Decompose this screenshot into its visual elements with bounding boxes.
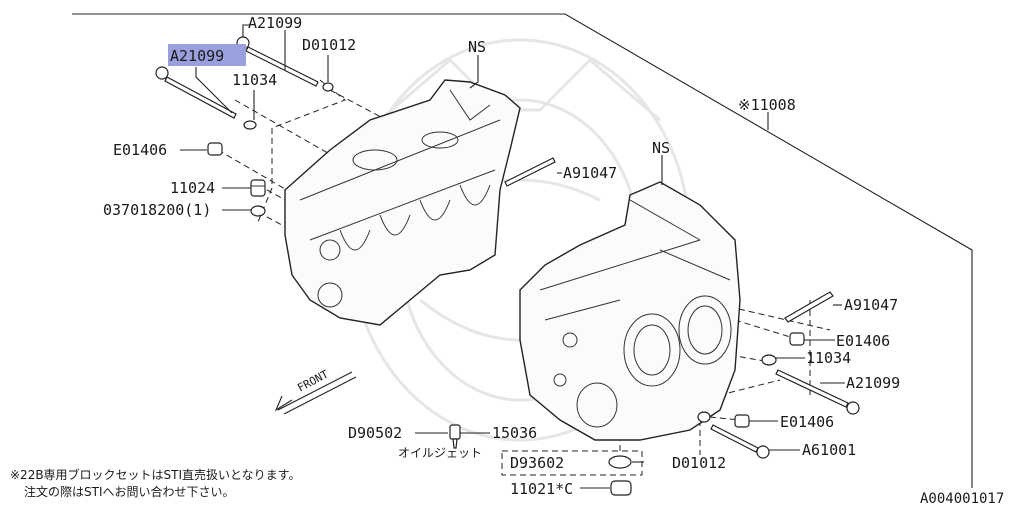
washer-d01012-low[interactable]: [697, 411, 711, 423]
front-label: FRONT: [295, 367, 331, 394]
note-line-2: 注文の際はSTIへお問い合わせ下さい。: [24, 484, 235, 499]
bolt-a61001[interactable]: [710, 424, 770, 459]
label-11034-right[interactable]: 11034: [806, 349, 851, 367]
label-d93602[interactable]: D93602: [510, 454, 564, 472]
label-11024[interactable]: 11024: [170, 179, 215, 197]
label-11034-top[interactable]: 11034: [232, 71, 277, 89]
washer-11034-right[interactable]: [761, 354, 777, 366]
bolt-a21099-selected[interactable]: [155, 66, 237, 119]
label-a61001[interactable]: A61001: [802, 441, 856, 459]
label-d01012-low[interactable]: D01012: [672, 454, 726, 472]
upper-crankcase-block: [284, 79, 521, 326]
seal-d93602[interactable]: [608, 455, 632, 469]
oil-jet-15036[interactable]: [449, 424, 461, 449]
label-oil-jet: オイルジェット: [398, 446, 482, 460]
dowel-e01406-right[interactable]: [789, 332, 805, 346]
bolt-a21099-right[interactable]: [775, 369, 860, 415]
stud-a91047-mid[interactable]: [504, 157, 556, 187]
label-ns-right[interactable]: NS: [652, 139, 670, 157]
plug-11024[interactable]: [250, 179, 266, 197]
d93602-box: [501, 450, 643, 476]
label-15036[interactable]: 15036: [492, 424, 537, 442]
label-a21099-selected[interactable]: A21099: [170, 47, 224, 65]
leader-lines: [180, 24, 845, 489]
label-a21099-right[interactable]: A21099: [846, 374, 900, 392]
label-e01406-right[interactable]: E01406: [836, 332, 890, 350]
plug-11021[interactable]: [610, 480, 632, 496]
label-d90502[interactable]: D90502: [348, 424, 402, 442]
label-a91047-right[interactable]: A91047: [844, 296, 898, 314]
lower-crankcase-block: [519, 181, 741, 441]
dowel-e01406-left[interactable]: [207, 142, 223, 156]
gasket-037018200[interactable]: [250, 205, 266, 217]
label-a91047-mid[interactable]: A91047: [563, 164, 617, 182]
label-11021[interactable]: 11021*C: [510, 480, 573, 498]
label-037018200[interactable]: 037018200(1): [103, 201, 211, 219]
ref-code: A004001017: [920, 491, 1004, 507]
label-a21099-top[interactable]: A21099: [248, 14, 302, 32]
note-line-1: ※22B専用ブロックセットはSTI直売扱いとなります。: [10, 467, 301, 482]
label-11008[interactable]: ※11008: [738, 96, 796, 114]
stud-a91047-right[interactable]: [784, 291, 834, 323]
selection-highlight: [168, 44, 246, 66]
dowel-e01406-low[interactable]: [734, 414, 750, 428]
label-e01406-low[interactable]: E01406: [780, 413, 834, 431]
assembly-bracket: [72, 13, 973, 488]
washer-11034-top[interactable]: [243, 120, 257, 130]
label-e01406-left[interactable]: E01406: [113, 141, 167, 159]
label-d01012-top[interactable]: D01012: [302, 36, 356, 54]
washer-d01012-top[interactable]: [322, 82, 334, 92]
label-ns-top[interactable]: NS: [468, 38, 486, 56]
front-arrow-icon: [274, 371, 357, 415]
